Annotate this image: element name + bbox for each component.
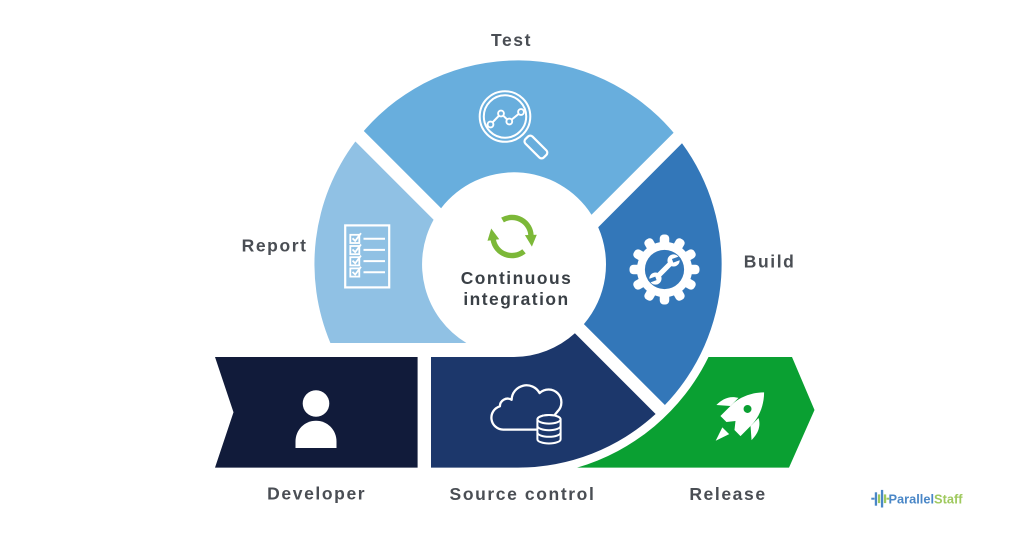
svg-text:Continuous: Continuous: [461, 268, 573, 288]
svg-text:Source control: Source control: [450, 484, 596, 504]
svg-text:Developer: Developer: [267, 484, 366, 504]
svg-text:ParallelStaff: ParallelStaff: [889, 492, 964, 507]
svg-text:Build: Build: [744, 252, 796, 272]
svg-text:Test: Test: [491, 30, 532, 50]
svg-text:Report: Report: [242, 235, 308, 255]
svg-text:integration: integration: [463, 289, 569, 309]
svg-text:Release: Release: [689, 484, 766, 504]
